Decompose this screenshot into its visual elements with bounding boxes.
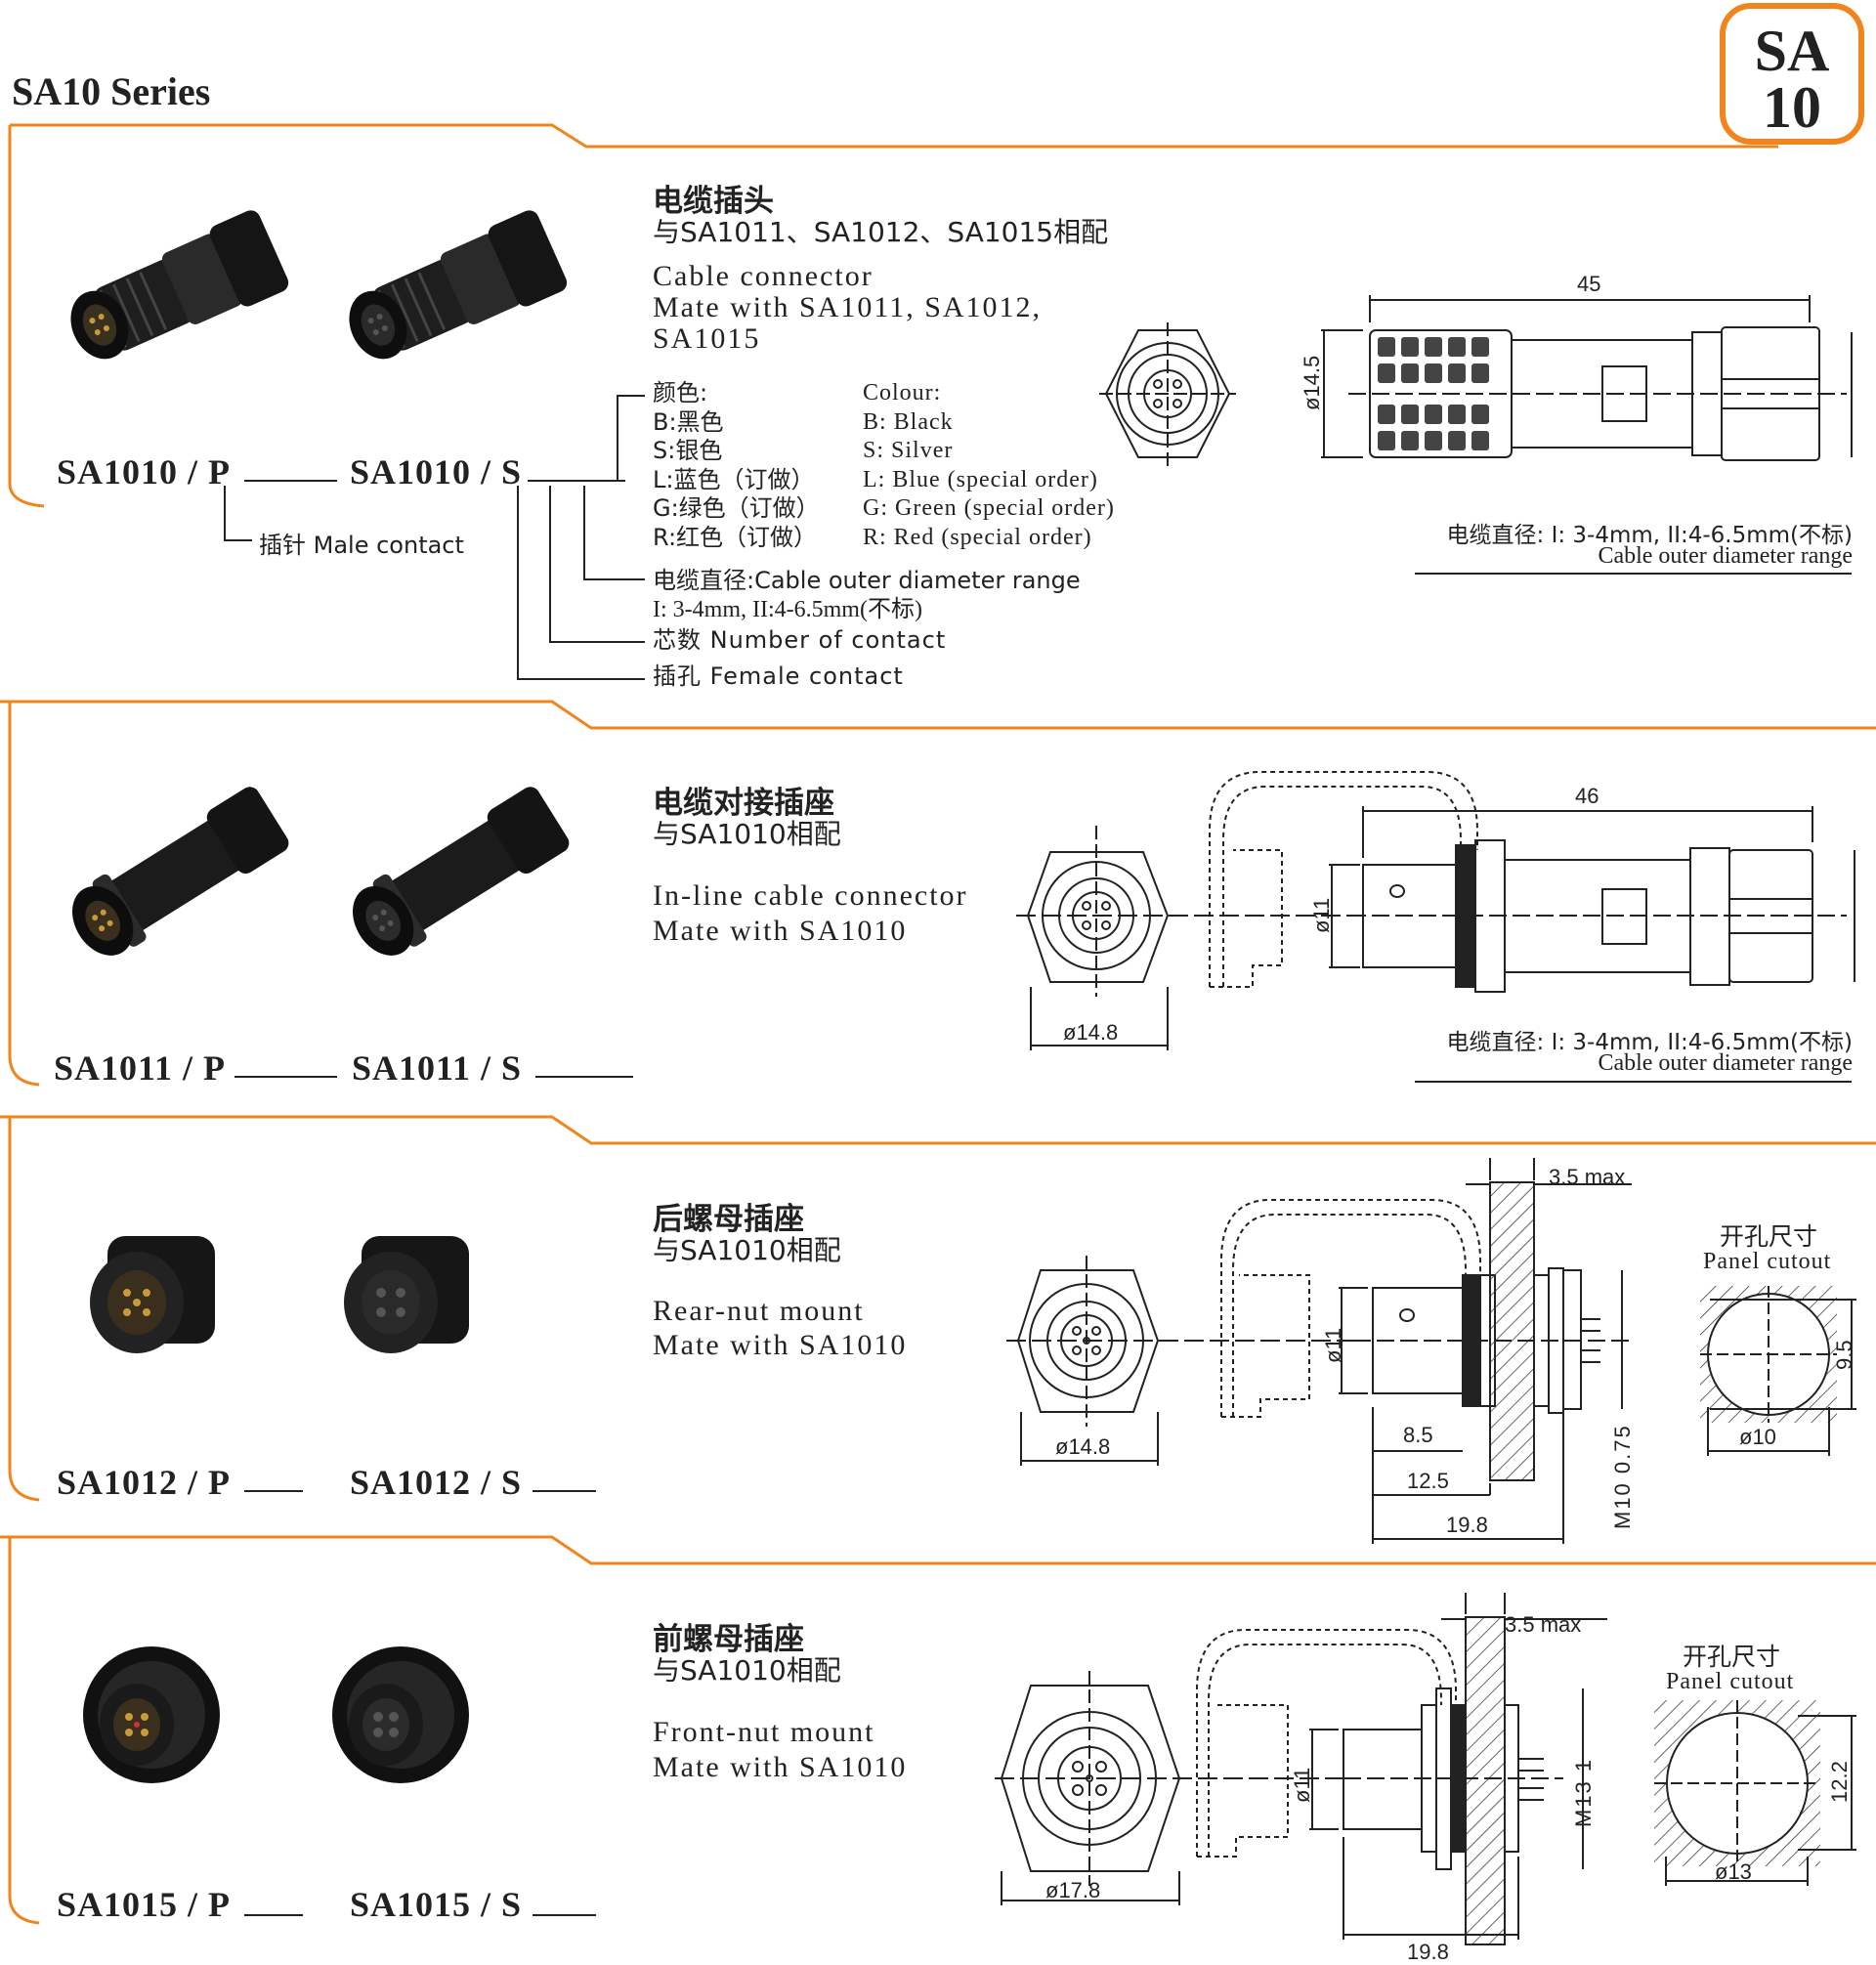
colour-en-2: S: Silver	[863, 438, 954, 463]
code-sa1012-s: SA1012 / S	[350, 1463, 523, 1502]
dim-12-5: 12.5	[1407, 1469, 1449, 1493]
dim-front-17-8: ø17.8	[1045, 1878, 1101, 1902]
colour-zh-4: G:绿色（订做）	[653, 494, 820, 522]
colour-zh-2: S:银色	[653, 437, 723, 464]
rear-nut-mate-en: Mate with SA1010	[653, 1329, 908, 1361]
code-sa1010-s: SA1010 / S	[350, 452, 523, 491]
front-nut-mate-en: Mate with SA1010	[653, 1751, 908, 1783]
inline-connector-mate-en: Mate with SA1010	[653, 915, 908, 947]
product-photo-female	[349, 210, 568, 360]
dim-8-5: 8.5	[1403, 1423, 1433, 1447]
colour-options-en: Colour: B: Black S: Silver L: Blue (spec…	[863, 379, 1115, 552]
code-sa1015-s: SA1015 / S	[350, 1885, 523, 1924]
dim-m13-thread: M13 1	[1571, 1757, 1596, 1827]
rear-cutout-title-en: Panel cutout	[1703, 1249, 1832, 1274]
female-contact-label: 插孔 Female contact	[653, 662, 904, 690]
product-photo-rear-male	[90, 1236, 215, 1353]
cable-connector-mate-en-2: SA1015	[653, 322, 761, 355]
colour-en-3: L: Blue (special order)	[863, 466, 1098, 492]
code-sa1012-p: SA1012 / P	[57, 1463, 232, 1502]
male-contact-label: 插针 Male contact	[259, 532, 464, 559]
badge-top: SA	[1754, 19, 1830, 83]
product-photo-inline-male	[72, 787, 289, 956]
badge-bottom: 10	[1763, 75, 1821, 140]
product-photo-male	[70, 210, 289, 360]
front-cutout-dim-13: ø13	[1715, 1859, 1752, 1884]
cable-connector-title-en: Cable connector	[653, 260, 874, 292]
cable-diameter-note-zh: 电缆直径: I: 3-4mm, II:4-6.5mm(不标)	[1446, 523, 1853, 548]
rear-nut-title-en: Rear-nut mount	[653, 1295, 865, 1327]
rear-nut-title-zh: 后螺母插座	[653, 1202, 804, 1237]
cable-range-line-1: 电缆直径:Cable outer diameter range	[653, 567, 1081, 594]
colour-en-4: G: Green (special order)	[863, 495, 1115, 521]
colour-zh-0: 颜色:	[653, 379, 708, 406]
colour-en-0: Colour:	[863, 380, 942, 406]
dim-length-46: 46	[1575, 784, 1599, 808]
product-photo-front-male	[83, 1646, 220, 1783]
colour-en-5: R: Red (special order)	[863, 524, 1092, 550]
dim-front-14-8: ø14.8	[1063, 1020, 1119, 1045]
dim-19-8-front: 19.8	[1407, 1940, 1449, 1964]
front-cutout-title-en: Panel cutout	[1666, 1669, 1795, 1694]
rear-cutout-dim-10: ø10	[1739, 1425, 1776, 1449]
series-badge: SA 10	[1720, 3, 1864, 145]
front-nut-title-zh: 前螺母插座	[653, 1622, 804, 1657]
front-cutout-title-zh: 开孔尺寸	[1683, 1643, 1781, 1671]
inline-connector-title-en: In-line cable connector	[653, 879, 968, 912]
colour-zh-1: B:黑色	[653, 407, 724, 436]
colour-options-zh: 颜色: B:黑色 S:银色 L:蓝色（订做） G:绿色（订做） R:红色（订做）	[653, 379, 820, 552]
cable-connector-mate-en: Mate with SA1011, SA1012,	[653, 291, 1043, 323]
front-nut-title-en: Front-nut mount	[653, 1716, 875, 1748]
contacts-label: 芯数 Number of contact	[653, 626, 947, 654]
inline-diameter-note-zh: 电缆直径: I: 3-4mm, II:4-6.5mm(不标)	[1446, 1030, 1853, 1055]
inline-diameter-note-en: Cable outer diameter range	[1598, 1050, 1853, 1076]
front-cutout-dim-12-2: 12.2	[1827, 1761, 1852, 1803]
cable-diameter-note-en: Cable outer diameter range	[1598, 543, 1853, 569]
dim-diameter-11-front: ø11	[1290, 1767, 1314, 1803]
cable-connector-mate-zh: 与SA1011、SA1012、SA1015相配	[653, 216, 1109, 248]
cable-range-label: 电缆直径:Cable outer diameter range I: 3-4mm…	[653, 567, 1081, 624]
cable-connector-title-zh: 电缆插头	[653, 184, 774, 219]
code-sa1010-p: SA1010 / P	[57, 452, 232, 491]
rear-nut-mate-zh: 与SA1010相配	[653, 1234, 841, 1266]
product-photo-front-female	[332, 1646, 469, 1783]
rear-cutout-title-zh: 开孔尺寸	[1720, 1222, 1818, 1251]
cable-range-line-2: I: 3-4mm, II:4-6.5mm(不标)	[653, 596, 922, 622]
series-title: SA10 Series	[12, 69, 211, 113]
dim-19-8: 19.8	[1446, 1513, 1488, 1537]
product-photo-rear-female	[344, 1236, 469, 1353]
front-nut-mate-zh: 与SA1010相配	[653, 1654, 841, 1687]
colour-en-1: B: Black	[863, 408, 954, 435]
dim-3-5-max: 3.5 max	[1549, 1165, 1626, 1189]
code-sa1011-s: SA1011 / S	[352, 1048, 523, 1088]
code-sa1015-p: SA1015 / P	[57, 1885, 232, 1924]
code-sa1011-p: SA1011 / P	[54, 1048, 227, 1088]
colour-zh-3: L:蓝色（订做）	[653, 465, 815, 493]
inline-connector-title-zh: 电缆对接插座	[653, 786, 834, 821]
colour-zh-5: R:红色（订做）	[653, 523, 818, 551]
dim-length-45: 45	[1577, 272, 1601, 296]
dim-3-5-max-front: 3.5 max	[1505, 1612, 1582, 1637]
dim-front-14-8-rear: ø14.8	[1055, 1434, 1111, 1459]
product-photo-inline-female	[353, 787, 570, 956]
inline-connector-mate-zh: 与SA1010相配	[653, 818, 841, 850]
